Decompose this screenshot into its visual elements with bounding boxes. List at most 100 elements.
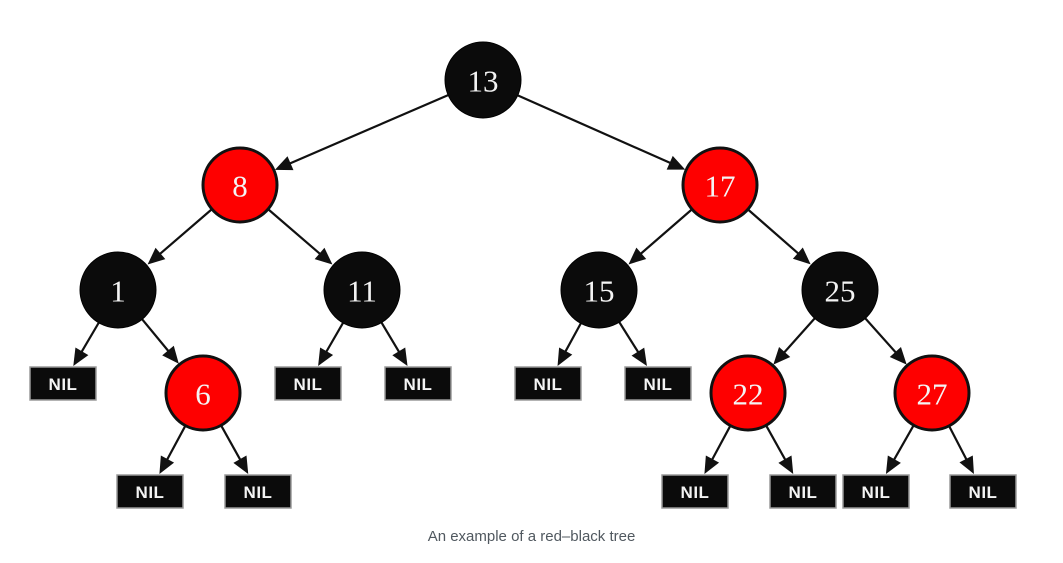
node-circle-black[interactable] (323, 251, 401, 329)
nil-box[interactable] (769, 474, 837, 509)
node-label: 1 (110, 274, 126, 309)
nil-box[interactable] (274, 366, 342, 401)
edge-line (710, 425, 732, 462)
edge-line (380, 322, 401, 354)
nil-label: NIL (136, 483, 165, 502)
edge-arrowhead-icon (778, 455, 794, 474)
node-circle-red[interactable] (201, 146, 279, 224)
node-label: 13 (468, 64, 499, 99)
nil-label: NIL (789, 483, 818, 502)
tree-nil-leaf[interactable]: NIL (384, 366, 452, 401)
node-circle-red[interactable] (709, 354, 787, 432)
nil-box[interactable] (116, 474, 184, 509)
tree-nil-leaf[interactable]: NIL (661, 474, 729, 509)
node-circle-red[interactable] (681, 146, 759, 224)
nil-box[interactable] (842, 474, 910, 509)
tree-nil-leaf[interactable]: NIL (274, 366, 342, 401)
nil-box[interactable] (224, 474, 292, 509)
tree-edge (318, 322, 344, 366)
edge-arrowhead-icon (159, 455, 175, 474)
edge-arrowhead-icon (314, 247, 333, 265)
tree-node-25[interactable]: 25 (801, 251, 879, 329)
node-circle-red[interactable] (164, 354, 242, 432)
tree-node-17[interactable]: 17 (681, 146, 759, 224)
node-circle-black[interactable] (79, 251, 157, 329)
edge-line (782, 317, 816, 355)
tree-edge (159, 425, 187, 474)
edge-arrowhead-icon (792, 247, 811, 265)
tree-edge (380, 322, 408, 366)
edge-arrowhead-icon (392, 347, 408, 366)
nil-label: NIL (534, 375, 563, 394)
tree-edge (73, 322, 100, 366)
tree-edge (704, 425, 732, 474)
edge-arrowhead-icon (557, 347, 573, 366)
edge-arrowhead-icon (162, 345, 179, 364)
edge-arrowhead-icon (147, 247, 166, 265)
node-label: 11 (347, 274, 377, 309)
node-circle-red[interactable] (893, 354, 971, 432)
edge-arrowhead-icon (274, 156, 294, 171)
edge-line (220, 424, 242, 462)
tree-node-13[interactable]: 13 (444, 41, 522, 119)
tree-edge (747, 208, 811, 265)
nil-label: NIL (294, 375, 323, 394)
tree-nil-leaf[interactable]: NIL (224, 474, 292, 509)
tree-edge (885, 424, 915, 474)
tree-nil-leaf[interactable]: NIL (116, 474, 184, 509)
tree-node-22[interactable]: 22 (709, 354, 787, 432)
nil-label: NIL (49, 375, 78, 394)
tree-edge (557, 322, 582, 366)
nil-label: NIL (244, 483, 273, 502)
tree-nil-leaf[interactable]: NIL (514, 366, 582, 401)
edge-arrowhead-icon (885, 455, 901, 474)
nil-label: NIL (862, 483, 891, 502)
tree-nil-leaf[interactable]: NIL (842, 474, 910, 509)
tree-edge (618, 321, 647, 366)
edge-arrowhead-icon (704, 455, 720, 474)
tree-nil-leaf[interactable]: NIL (769, 474, 837, 509)
nil-box[interactable] (661, 474, 729, 509)
nil-label: NIL (404, 375, 433, 394)
edge-line (639, 208, 693, 256)
node-label: 6 (195, 377, 211, 412)
node-circle-black[interactable] (801, 251, 879, 329)
nil-box[interactable] (384, 366, 452, 401)
tree-edge (220, 424, 249, 474)
tree-node-8[interactable]: 8 (201, 146, 279, 224)
tree-edge (773, 317, 816, 365)
nil-box[interactable] (949, 474, 1017, 509)
node-label: 8 (232, 169, 248, 204)
node-label: 15 (584, 274, 615, 309)
nil-box[interactable] (624, 366, 692, 401)
tree-nil-leaf[interactable]: NIL (624, 366, 692, 401)
edge-line (79, 322, 100, 354)
tree-node-1[interactable]: 1 (79, 251, 157, 329)
edge-line (618, 321, 640, 354)
tree-node-27[interactable]: 27 (893, 354, 971, 432)
tree-nil-leaf[interactable]: NIL (29, 366, 97, 401)
node-circle-black[interactable] (560, 251, 638, 329)
edge-arrowhead-icon (631, 347, 647, 366)
edge-line (517, 94, 672, 165)
tree-edges-layer (73, 94, 974, 474)
edge-arrowhead-icon (233, 455, 249, 474)
edge-line (747, 208, 801, 256)
edge-arrowhead-icon (959, 455, 974, 474)
node-circle-black[interactable] (444, 41, 522, 119)
nil-label: NIL (969, 483, 998, 502)
tree-node-6[interactable]: 6 (164, 354, 242, 432)
edge-arrowhead-icon (889, 346, 907, 365)
tree-node-11[interactable]: 11 (323, 251, 401, 329)
node-label: 22 (733, 377, 764, 412)
nil-box[interactable] (29, 366, 97, 401)
tree-node-15[interactable]: 15 (560, 251, 638, 329)
edge-arrowhead-icon (73, 347, 89, 366)
nil-box[interactable] (514, 366, 582, 401)
tree-edge (517, 94, 686, 170)
tree-nil-leaf[interactable]: NIL (949, 474, 1017, 509)
nil-label: NIL (681, 483, 710, 502)
edge-line (267, 208, 322, 256)
